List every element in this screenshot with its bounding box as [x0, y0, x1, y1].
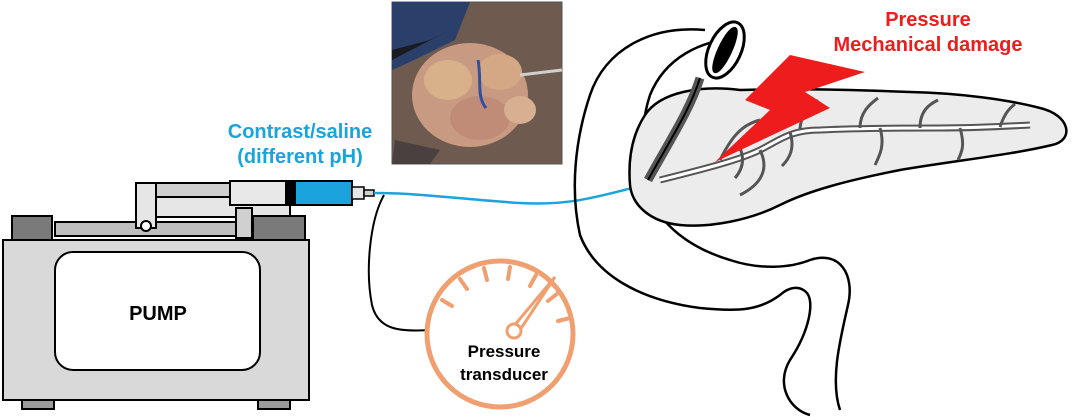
transducer-label-2: transducer [460, 365, 548, 384]
pump-label: PUMP [129, 303, 187, 325]
pump-panel [54, 251, 261, 371]
surgical-photo [391, 1, 563, 165]
pancreas [628, 76, 1068, 227]
pressure-line [367, 194, 431, 332]
duodenum [573, 20, 851, 417]
injury-label-1: Pressure [885, 9, 971, 31]
infusate-label-2: (different pH) [237, 146, 363, 168]
syringe-pump: PUMP [2, 182, 310, 410]
injury-label-2: Mechanical damage [834, 34, 1023, 56]
syringe [229, 180, 375, 206]
infusate-label-1: Contrast/saline [228, 121, 372, 143]
pressure-gauge: Pressure transducer [424, 258, 576, 410]
lightning-bolt-icon [715, 55, 865, 162]
transducer-label-1: Pressure [468, 342, 541, 361]
infusion-tube [373, 184, 641, 205]
